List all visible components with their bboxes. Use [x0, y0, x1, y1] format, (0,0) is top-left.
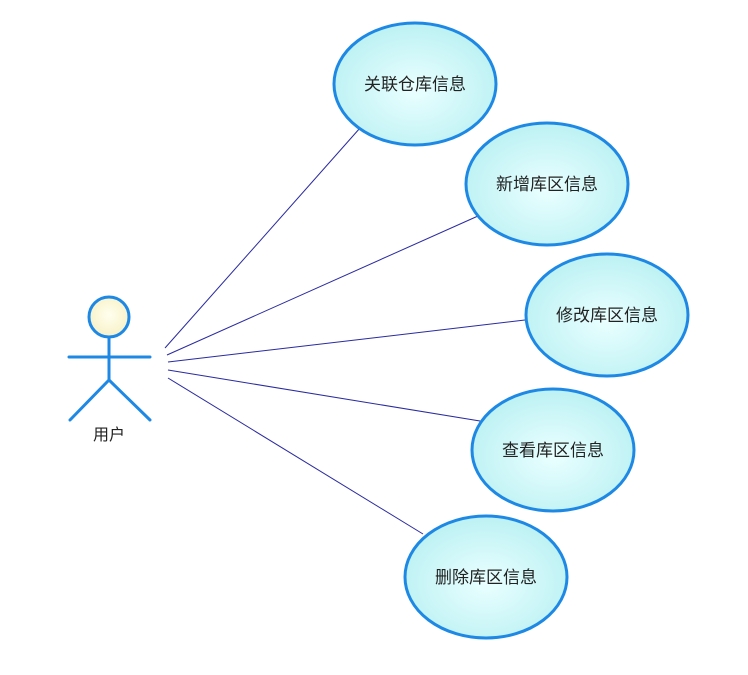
use-case-ellipse	[524, 252, 690, 378]
use-case-ellipse	[464, 121, 630, 247]
actor-user[interactable]	[67, 295, 152, 422]
actor-head	[87, 295, 131, 339]
actor-right-leg	[107, 378, 152, 422]
use-case-5[interactable]: 删除库区信息	[403, 514, 569, 640]
associations	[164, 127, 526, 535]
use-case-1[interactable]: 关联仓库信息	[332, 21, 498, 147]
use-case-4[interactable]: 查看库区信息	[470, 387, 636, 513]
association-line-2	[166, 215, 479, 356]
use-case-3[interactable]: 修改库区信息	[524, 252, 690, 378]
use-case-label: 修改库区信息	[556, 306, 658, 326]
association-line-4	[167, 369, 481, 422]
actor-left-leg	[68, 378, 111, 422]
actor-label: 用户	[93, 425, 125, 444]
use-case-ellipse	[403, 514, 569, 640]
use-case-ellipse	[332, 21, 498, 147]
use-case-label: 查看库区信息	[502, 441, 604, 461]
association-line-5	[167, 377, 424, 535]
association-line-1	[164, 127, 361, 349]
use-case-label: 删除库区信息	[435, 568, 537, 588]
use-case-label: 关联仓库信息	[364, 75, 466, 95]
association-line-3	[167, 319, 526, 363]
use-case-ellipse	[470, 387, 636, 513]
use-case-2[interactable]: 新增库区信息	[464, 121, 630, 247]
use-case-label: 新增库区信息	[496, 175, 598, 195]
